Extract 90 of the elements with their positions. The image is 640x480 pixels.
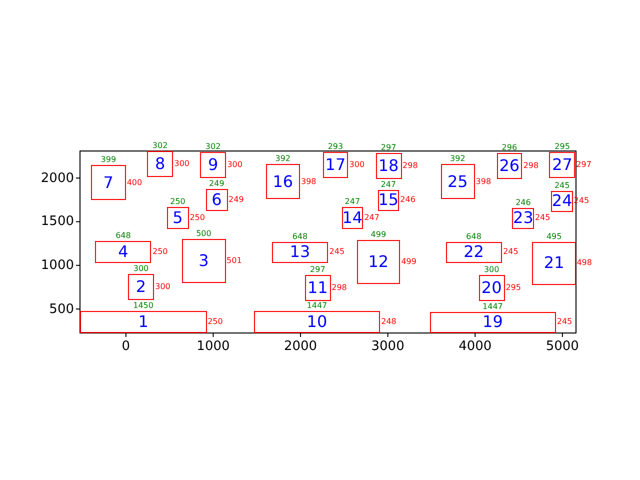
tick-label: 0 (122, 340, 130, 353)
height-label: 298 (402, 162, 418, 170)
width-label: 293 (328, 142, 344, 151)
height-label: 250 (208, 318, 223, 326)
height-label: 245 (534, 214, 550, 222)
height-label: 250 (190, 214, 205, 222)
numbered-rectangle: 15 (378, 190, 400, 212)
tick-label: 2000 (40, 172, 74, 185)
numbered-rectangle: 9 (200, 152, 226, 178)
width-label: 296 (502, 144, 518, 152)
numbered-rectangle: 13 (272, 242, 328, 263)
width-label: 247 (344, 198, 360, 206)
tick-label: 3000 (371, 340, 404, 353)
height-label: 499 (401, 258, 416, 266)
width-label: 297 (310, 266, 326, 274)
numbered-rectangle: 14 (342, 207, 364, 230)
numbered-rectangle: 18 (376, 152, 402, 179)
numbered-rectangle: 3 (182, 239, 226, 283)
numbered-rectangle: 16 (266, 164, 300, 199)
height-label: 249 (228, 196, 244, 204)
height-label: 300 (349, 160, 365, 169)
height-label: 300 (227, 160, 242, 169)
numbered-rectangle: 22 (446, 242, 502, 263)
height-label: 398 (300, 178, 316, 186)
width-label: 1450 (133, 302, 154, 310)
tick-label: 500 (49, 302, 74, 316)
width-label: 499 (370, 231, 386, 240)
numbered-rectangle: 27 (549, 152, 576, 178)
width-label: 500 (196, 230, 212, 238)
numbered-rectangle: 24 (551, 190, 573, 212)
height-label: 250 (152, 248, 168, 256)
width-label: 648 (292, 232, 308, 241)
numbered-rectangle: 21 (532, 242, 576, 285)
width-label: 495 (546, 232, 562, 241)
width-label: 648 (466, 232, 482, 241)
width-label: 1447 (306, 302, 328, 310)
height-label: 247 (364, 214, 380, 222)
height-label: 245 (329, 248, 345, 256)
height-label: 297 (576, 161, 592, 170)
width-label: 1447 (482, 302, 503, 311)
numbered-rectangle: 8 (146, 150, 174, 177)
tick-label: 1500 (40, 215, 74, 228)
numbered-rectangle: 10 (254, 311, 380, 333)
numbered-rectangle: 19 (430, 312, 556, 333)
height-label: 246 (400, 196, 416, 204)
numbered-rectangle: 25 (440, 164, 475, 199)
height-label: 248 (381, 318, 396, 326)
height-label: 300 (174, 160, 190, 168)
numbered-rectangle: 1 (80, 311, 207, 333)
width-label: 392 (450, 155, 466, 164)
height-label: 398 (476, 178, 492, 186)
height-label: 245 (503, 248, 518, 256)
numbered-rectangle: 6 (206, 189, 228, 212)
height-label: 498 (576, 259, 592, 268)
height-label: 245 (556, 318, 572, 326)
height-label: 298 (523, 162, 539, 170)
numbered-rectangle: 11 (304, 274, 331, 301)
width-label: 250 (170, 198, 186, 206)
numbered-rectangle: 2 (128, 274, 154, 300)
height-label: 300 (155, 282, 170, 291)
width-label: 392 (275, 155, 291, 164)
width-label: 245 (554, 182, 570, 190)
numbered-rectangle: 4 (94, 241, 152, 263)
tick-label: 1000 (40, 258, 74, 272)
width-label: 300 (133, 264, 149, 273)
tick-label: 1000 (196, 340, 230, 353)
width-label: 297 (380, 144, 396, 152)
width-label: 648 (116, 232, 131, 240)
tick-label: 4000 (458, 340, 492, 353)
numbered-rectangle: 26 (496, 152, 522, 179)
height-label: 295 (506, 284, 521, 292)
numbered-rectangle: 20 (478, 275, 505, 301)
height-label: 400 (126, 178, 142, 186)
width-label: 302 (205, 142, 221, 151)
width-label: 247 (380, 180, 396, 189)
height-label: 501 (226, 257, 242, 266)
width-label: 300 (484, 266, 500, 274)
width-label: 302 (152, 142, 168, 150)
width-label: 399 (100, 156, 116, 164)
width-label: 295 (554, 143, 570, 152)
numbered-rectangle: 17 (322, 152, 348, 178)
numbered-rectangle: 7 (90, 165, 126, 200)
height-label: 298 (332, 284, 347, 292)
numbered-rectangle: 23 (512, 208, 534, 230)
tick-label: 2000 (284, 340, 318, 353)
numbered-rectangle: 5 (166, 207, 189, 230)
numbered-rectangle: 12 (356, 240, 400, 284)
width-label: 246 (516, 198, 531, 207)
tick-label: 5000 (546, 340, 579, 353)
width-label: 249 (209, 180, 224, 188)
